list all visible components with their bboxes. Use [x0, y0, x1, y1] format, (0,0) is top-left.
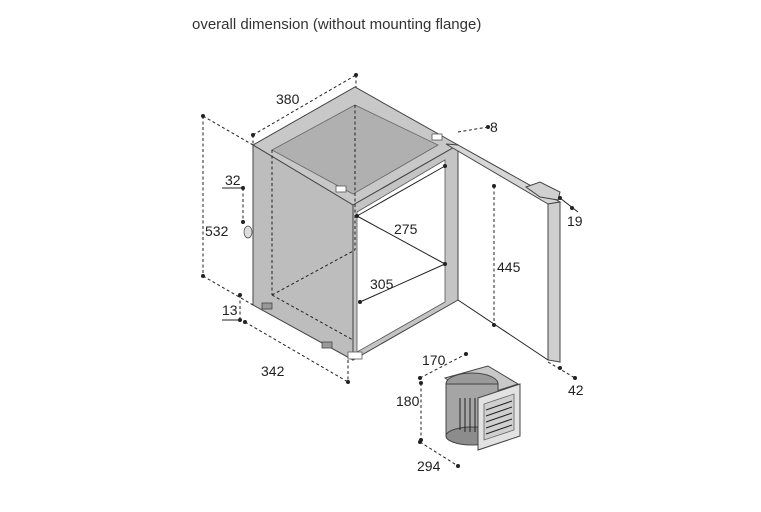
dim-width-top: 380	[276, 91, 300, 107]
dim-door-thickness: 42	[568, 382, 584, 398]
door-panel	[547, 201, 561, 363]
hidden-edge	[271, 249, 356, 296]
dim-foot: 13	[222, 302, 238, 318]
hinge-top	[431, 133, 443, 141]
diagram-title: overall dimension (without mounting flan…	[192, 16, 482, 33]
dim-inner-height: 445	[497, 259, 521, 275]
dim-door-gap: 8	[490, 119, 498, 135]
hidden-edge	[271, 294, 354, 341]
dim-depth: 342	[261, 363, 285, 379]
fridge-cabinet	[243, 86, 460, 361]
dim-handle-offset: 32	[225, 172, 241, 188]
dim-height: 532	[205, 223, 229, 239]
dimension-lines	[201, 73, 579, 468]
door-swing-line	[457, 299, 549, 361]
door-handle-icon	[524, 181, 561, 201]
compressor-fins	[459, 398, 476, 432]
foot-icon	[261, 302, 273, 310]
dimension-labels: 380 8 32 532 275 445 305 19 13 342 42 17…	[205, 91, 584, 474]
open-door	[445, 143, 562, 363]
dim-inner-depth: 305	[370, 276, 394, 292]
foot-icon	[321, 341, 333, 349]
dim-unit-height: 180	[396, 393, 420, 409]
knob-icon	[243, 225, 253, 239]
grille-slats	[485, 400, 513, 435]
foot-icon	[347, 351, 363, 360]
dim-handle-depth: 19	[567, 213, 583, 229]
cooling-unit	[443, 365, 521, 451]
cabinet-interior	[356, 159, 446, 353]
hinge-left	[335, 185, 347, 193]
dim-unit-depth: 294	[417, 458, 441, 474]
dim-unit-width: 170	[422, 352, 446, 368]
dim-inner-width: 275	[394, 221, 418, 237]
